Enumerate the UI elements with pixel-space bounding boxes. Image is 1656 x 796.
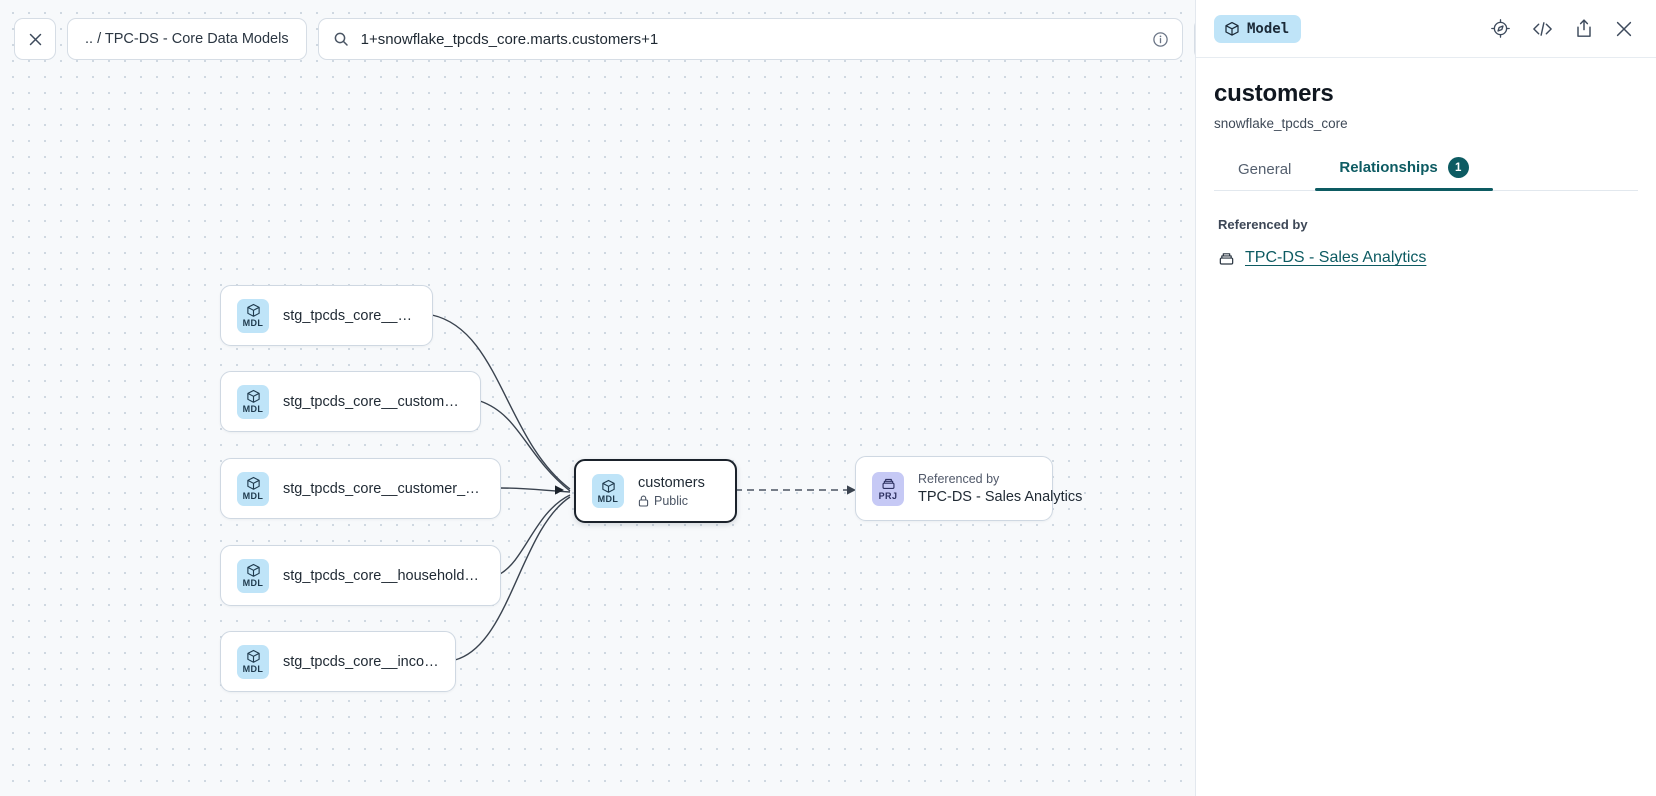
page-title: customers: [1214, 80, 1334, 107]
model-badge: MDL: [592, 474, 624, 508]
lock-icon: [638, 495, 649, 507]
tab-relationships[interactable]: Relationships 1: [1315, 157, 1494, 191]
node-title: stg_tpcds_core__household_demogr…: [283, 567, 484, 584]
breadcrumb[interactable]: .. / TPC-DS - Core Data Models: [67, 18, 307, 60]
canvas-toolbar: .. / TPC-DS - Core Data Models 1+snowfla…: [14, 18, 1195, 60]
node-title: TPC-DS - Sales Analytics: [918, 489, 1083, 505]
panel-header: customers snowflake_tpcds_core: [1196, 58, 1656, 131]
badge-text: PRJ: [878, 491, 898, 501]
refresh-button[interactable]: [1193, 18, 1195, 60]
node-text: Referenced by TPC-DS - Sales Analytics: [918, 472, 1083, 505]
node-text: stg_tpcds_core__customer_demogra…: [283, 481, 484, 497]
cube-icon: [246, 563, 260, 577]
model-badge: MDL: [237, 558, 269, 593]
lineage-compass-icon[interactable]: [1490, 18, 1511, 39]
badge-text: MDL: [242, 664, 264, 674]
cube-icon: [246, 389, 260, 403]
tab-general[interactable]: General: [1214, 161, 1315, 190]
tab-label: General: [1238, 161, 1292, 178]
panel-tabs: General Relationships 1: [1214, 157, 1638, 191]
node-title: customers: [638, 474, 705, 491]
node-title: stg_tpcds_core__customer_address: [283, 393, 464, 410]
search-value: 1+snowflake_tpcds_core.marts.customers+1: [360, 30, 659, 48]
info-icon[interactable]: [1152, 31, 1169, 48]
badge-text: MDL: [242, 404, 264, 414]
tab-label: Relationships: [1339, 159, 1438, 176]
lineage-node[interactable]: MDL stg_tpcds_core__customer_demogra…: [220, 458, 501, 519]
breadcrumb-label: .. / TPC-DS - Core Data Models: [85, 31, 289, 47]
search-icon: [334, 32, 348, 46]
search-input[interactable]: 1+snowflake_tpcds_core.marts.customers+1: [317, 18, 1183, 60]
close-icon[interactable]: [1614, 19, 1634, 39]
referenced-by-link[interactable]: TPC-DS - Sales Analytics: [1245, 249, 1427, 266]
share-icon[interactable]: [1574, 18, 1594, 39]
node-text: stg_tpcds_core__income_band: [283, 654, 439, 670]
badge-text: MDL: [242, 318, 264, 328]
list-item[interactable]: TPC-DS - Sales Analytics: [1218, 249, 1634, 267]
model-badge: MDL: [237, 298, 269, 333]
node-text: stg_tpcds_core__customer: [283, 308, 416, 324]
cube-icon: [246, 476, 260, 490]
project-icon: [1219, 252, 1234, 265]
project-badge: PRJ: [872, 471, 904, 506]
node-text: stg_tpcds_core__household_demogr…: [283, 568, 484, 584]
cube-icon: [246, 649, 260, 663]
model-badge: MDL: [237, 644, 269, 679]
panel-actions: [1490, 18, 1634, 39]
code-icon[interactable]: [1531, 19, 1554, 39]
details-panel: Model: [1195, 0, 1656, 796]
close-graph-button[interactable]: [14, 18, 56, 60]
badge-text: MDL: [242, 491, 264, 501]
close-icon: [29, 33, 41, 45]
lineage-node[interactable]: MDL stg_tpcds_core__income_band: [220, 631, 456, 692]
node-text: customers Public: [638, 475, 705, 508]
cube-icon: [601, 479, 615, 493]
node-title: stg_tpcds_core__customer_demogra…: [283, 480, 484, 497]
entity-type-badge[interactable]: Model: [1214, 14, 1302, 43]
node-access: Public: [638, 494, 705, 508]
panel-toolbar: Model: [1196, 0, 1656, 58]
lineage-node[interactable]: MDL stg_tpcds_core__household_demogr…: [220, 545, 501, 606]
tab-count-badge: 1: [1447, 157, 1469, 178]
node-text: stg_tpcds_core__customer_address: [283, 394, 464, 410]
node-title: stg_tpcds_core__customer: [283, 307, 416, 324]
lineage-edges: [431, 314, 856, 661]
node-kicker: Referenced by: [918, 472, 1000, 486]
lineage-node-project[interactable]: PRJ Referenced by TPC-DS - Sales Analyti…: [855, 456, 1083, 521]
model-badge: MDL: [237, 384, 269, 419]
project-icon: [882, 478, 895, 489]
lineage-node-selected[interactable]: MDL customers Public: [574, 459, 737, 523]
node-access-label: Public: [654, 493, 689, 508]
lineage-node[interactable]: MDL stg_tpcds_core__customer: [220, 285, 433, 346]
badge-text: MDL: [597, 493, 619, 504]
node-title: stg_tpcds_core__income_band: [283, 653, 439, 670]
model-badge: MDL: [237, 471, 269, 506]
lineage-canvas[interactable]: .. / TPC-DS - Core Data Models 1+snowfla…: [0, 0, 1195, 796]
cube-icon: [246, 303, 260, 317]
panel-content: Referenced by TPC-DS - Sales Analytics: [1196, 191, 1656, 267]
section-label: Referenced by: [1218, 217, 1308, 232]
badge-text: MDL: [242, 578, 264, 588]
cube-icon: [1225, 21, 1239, 36]
page-subtitle: snowflake_tpcds_core: [1214, 116, 1348, 131]
lineage-node[interactable]: MDL stg_tpcds_core__customer_address: [220, 371, 481, 432]
entity-type-label: Model: [1247, 20, 1290, 37]
